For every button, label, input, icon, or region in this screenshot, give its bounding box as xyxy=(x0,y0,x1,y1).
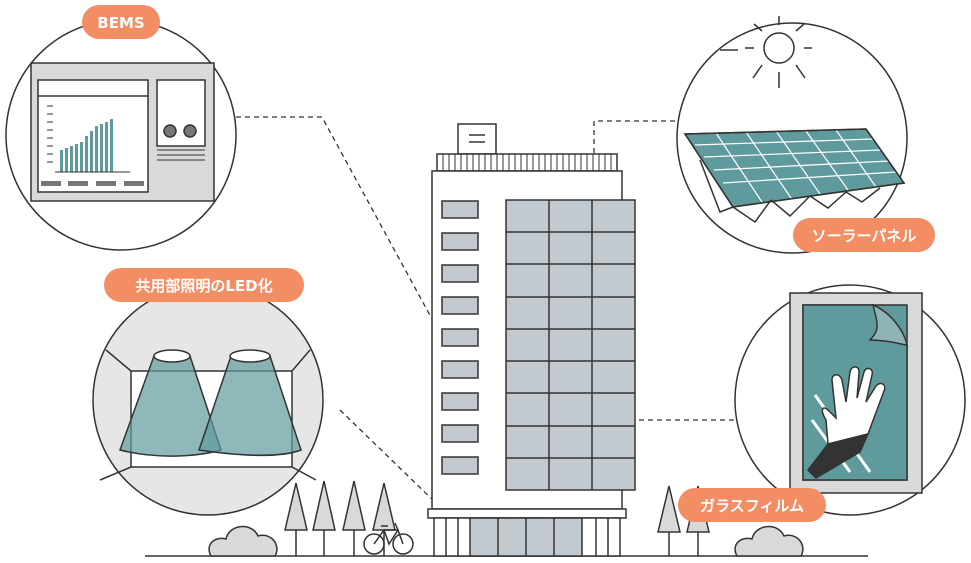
roof-railing xyxy=(442,154,612,171)
bems-connector xyxy=(236,116,556,546)
solar-illustration xyxy=(676,16,908,254)
sun-icon xyxy=(763,32,795,64)
bush-right xyxy=(734,525,804,557)
building xyxy=(427,123,636,557)
lighting-label: 共用部照明のLED化 xyxy=(104,268,304,302)
solar-stand xyxy=(699,159,881,224)
ceiling-light-right-icon xyxy=(229,349,271,363)
bems-footer-buttons xyxy=(41,181,144,186)
solar-label-text: ソーラーパネル xyxy=(812,227,917,245)
bems-label-text: BEMS xyxy=(97,14,144,32)
hand-icon xyxy=(821,366,886,445)
solar-connector xyxy=(593,120,676,153)
light-beam-right xyxy=(197,355,302,457)
sun-rays xyxy=(720,16,812,88)
sleeve xyxy=(807,432,870,479)
bems-bar-chart xyxy=(60,119,113,172)
film-peel-corner xyxy=(868,303,908,346)
building-left-windows xyxy=(441,200,479,475)
film-label: ガラスフィルム xyxy=(678,488,826,522)
building-curtain-wall xyxy=(505,199,636,491)
bicycle-icon xyxy=(363,522,414,555)
lighting-label-text: 共用部照明のLED化 xyxy=(135,277,272,295)
lighting-illustration xyxy=(92,284,324,516)
bush-left xyxy=(208,525,278,557)
solar-panel-grid xyxy=(694,129,897,203)
bems-label: BEMS xyxy=(82,5,160,39)
solar-label: ソーラーパネル xyxy=(793,218,935,252)
bems-illustration xyxy=(5,19,237,251)
film-illustration xyxy=(734,284,966,516)
bems-y-ticks xyxy=(47,105,53,163)
film-label-text: ガラスフィルム xyxy=(700,497,804,515)
ceiling-light-left-icon xyxy=(153,349,191,363)
